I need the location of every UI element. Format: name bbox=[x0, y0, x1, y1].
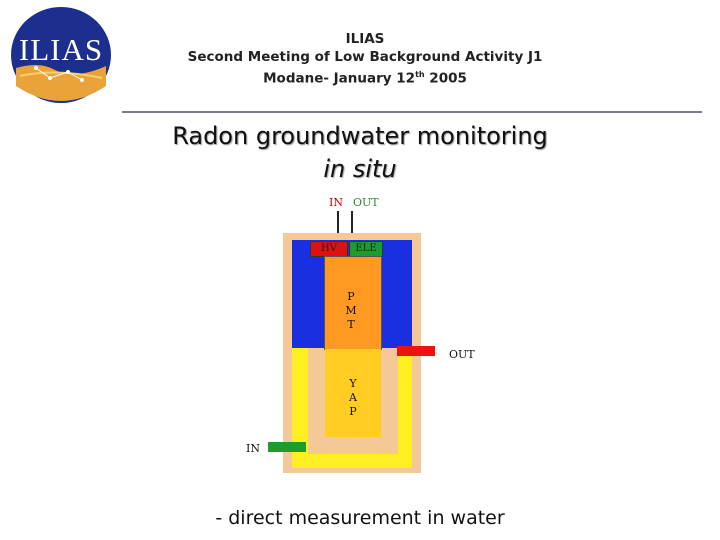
in-tube bbox=[337, 211, 339, 241]
side-out-label: OUT bbox=[449, 348, 475, 361]
slide-title: Radon groundwater monitoring bbox=[172, 122, 548, 150]
side-in-label: IN bbox=[246, 442, 260, 455]
pmt-block bbox=[324, 256, 382, 350]
header-line-date: Modane- January 12th 2005 bbox=[160, 66, 570, 88]
header-divider bbox=[122, 111, 702, 113]
water-out-port bbox=[397, 346, 435, 356]
slide-subtitle: in situ bbox=[323, 155, 397, 183]
header-line-meeting: Second Meeting of Low Background Activit… bbox=[187, 49, 543, 65]
yap-crystal bbox=[325, 349, 381, 437]
header-date-suffix: 2005 bbox=[424, 70, 467, 87]
ele-connector: ELE bbox=[349, 241, 383, 257]
header-date-prefix: Modane- January 12 bbox=[263, 70, 416, 87]
pmt-letter-p: P bbox=[347, 290, 355, 303]
ilias-logo: ILIAS bbox=[10, 6, 112, 104]
hv-connector: HV bbox=[310, 241, 348, 257]
top-in-label: IN bbox=[329, 196, 343, 209]
water-in-port bbox=[268, 442, 306, 452]
svg-text:ILIAS: ILIAS bbox=[19, 32, 103, 67]
yap-letter-a: A bbox=[349, 391, 357, 404]
yap-letter-p2: P bbox=[349, 405, 357, 418]
out-tube bbox=[351, 211, 353, 241]
pmt-letter-m: M bbox=[345, 304, 357, 317]
yap-letter-y: Y bbox=[349, 377, 357, 390]
caption: - direct measurement in water bbox=[215, 507, 505, 529]
top-out-label: OUT bbox=[353, 196, 379, 209]
header-date-sup: th bbox=[415, 70, 425, 79]
meeting-header: ILIAS Second Meeting of Low Background A… bbox=[160, 30, 570, 88]
ilias-logo-icon: ILIAS bbox=[11, 7, 111, 103]
pmt-letter-t: T bbox=[347, 318, 355, 331]
header-line-ilias: ILIAS bbox=[345, 31, 385, 47]
